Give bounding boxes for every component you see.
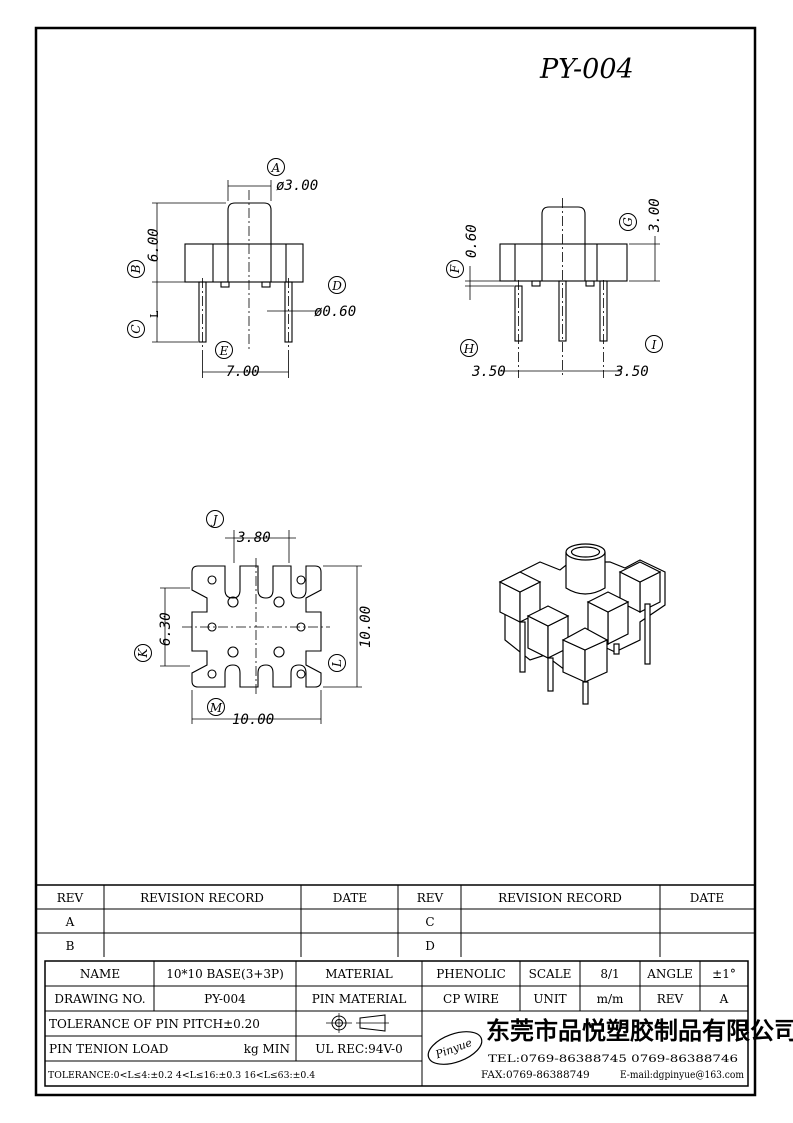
dim-g-value: 3.00: [647, 198, 663, 233]
tb-angle-value: ±1°: [712, 967, 736, 981]
title-block: [44, 960, 749, 1087]
isometric-view: [498, 543, 666, 705]
dim-l-value: 10.00: [358, 606, 374, 648]
label-d: D: [331, 279, 342, 293]
dim-m-value: 10.00: [232, 712, 274, 728]
dim-f-value: 0.60: [464, 224, 480, 258]
dim-d-value: ø0.60: [314, 304, 356, 320]
rev-row-d: D: [425, 939, 435, 953]
dim-a-value: ø3.00: [276, 178, 318, 194]
label-m: M: [209, 701, 223, 715]
rev-row-b: B: [66, 939, 75, 953]
drawing-number: PY-004: [539, 54, 634, 85]
tb-rev-label: REV: [657, 992, 684, 1006]
dim-c-value: L: [148, 310, 161, 318]
label-a: A: [271, 161, 281, 175]
rev-header-5: REVISION RECORD: [498, 891, 622, 905]
label-i: I: [651, 338, 657, 352]
rev-header-4: REV: [417, 891, 444, 905]
front-view: [152, 180, 320, 378]
tb-rev-value: A: [719, 992, 729, 1006]
tb-ul-rec: UL REC:94V-0: [315, 1042, 402, 1056]
rev-header-1: REV: [57, 891, 84, 905]
label-h: H: [463, 342, 475, 356]
dim-e-value: 7.00: [226, 364, 260, 380]
rev-row-a: A: [65, 915, 75, 929]
dim-i-value: 3.50: [614, 364, 649, 380]
circled-labels: [127, 158, 663, 716]
outer-frame: [34, 26, 757, 1097]
tb-scale-value: 8/1: [600, 967, 619, 981]
label-b: B: [129, 264, 143, 274]
tb-drawing-no-value: PY-004: [204, 992, 246, 1006]
tb-angle-label: ANGLE: [646, 967, 692, 981]
company-fax: FAX:0769-86388749: [481, 1069, 590, 1081]
dim-k-value: 6.30: [158, 612, 174, 646]
revision-table: [36, 884, 755, 957]
tb-name-label: NAME: [80, 967, 120, 981]
tb-name-value: 10*10 BASE(3+3P): [166, 967, 284, 981]
side-view: [465, 198, 660, 378]
tb-material-value: PHENOLIC: [436, 967, 506, 981]
label-c: C: [129, 324, 143, 333]
rev-row-c: C: [425, 915, 434, 929]
dim-j-value: 3.80: [236, 530, 271, 546]
rev-header-2: REVISION RECORD: [140, 891, 264, 905]
company-email: E-mail:dgpinyue@163.com: [620, 1069, 744, 1081]
tb-unit-label: UNIT: [533, 992, 566, 1006]
tb-pin-tension-label: PIN TENION LOAD: [49, 1042, 168, 1056]
tb-drawing-no-label: DRAWING NO.: [54, 992, 145, 1006]
label-j: J: [210, 513, 219, 527]
tb-unit-value: m/m: [597, 992, 624, 1006]
rev-header-6: DATE: [690, 891, 724, 905]
label-e: E: [219, 344, 229, 358]
tb-pin-tension-value: kg MIN: [244, 1042, 290, 1056]
dim-h-value: 3.50: [471, 364, 506, 380]
dim-b-value: 6.00: [146, 228, 162, 262]
tb-scale-label: SCALE: [529, 967, 572, 981]
bottom-view: [160, 530, 362, 724]
label-k: K: [136, 647, 150, 658]
label-g: G: [621, 217, 635, 227]
tb-pin-material-label: PIN MATERIAL: [312, 992, 407, 1006]
company-tel: TEL:0769-86388745 0769-86388746: [488, 1053, 738, 1065]
projection-symbol: [326, 1013, 389, 1033]
tb-pin-material-value: CP WIRE: [443, 992, 499, 1006]
tb-material-label: MATERIAL: [325, 967, 393, 981]
company-name: 东莞市品悦塑胶制品有限公司: [486, 1016, 793, 1045]
tb-tolerance-pitch: TOLERANCE OF PIN PITCH±0.20: [49, 1017, 260, 1031]
tb-tolerance-note: TOLERANCE:0<L≤4:±0.2 4<L≤16:±0.3 16<L≤63…: [48, 1070, 315, 1081]
label-f: F: [448, 264, 462, 274]
rev-header-3: DATE: [333, 891, 367, 905]
label-l: L: [330, 659, 344, 668]
